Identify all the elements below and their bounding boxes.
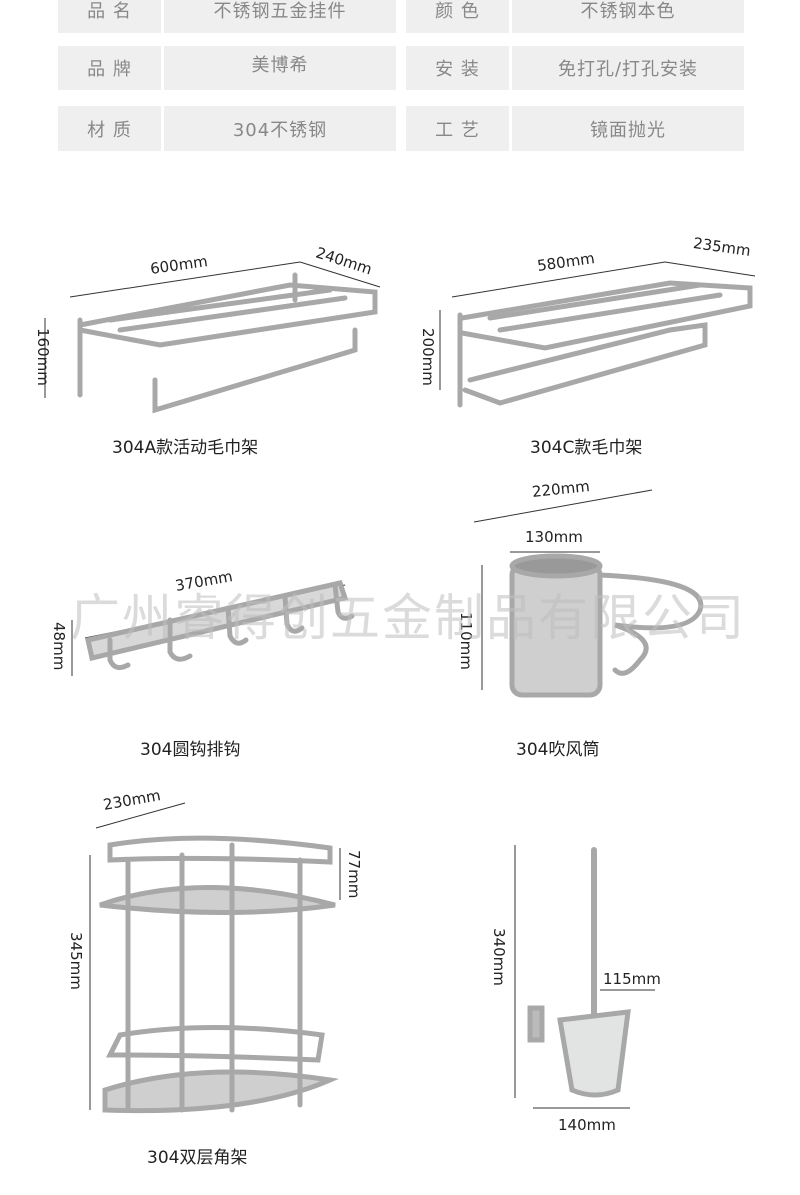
spec-value: 美博希 xyxy=(164,46,396,90)
dimension: 340mm xyxy=(490,928,508,986)
dimension: 130mm xyxy=(525,528,583,546)
dimension: 115mm xyxy=(603,970,661,988)
product-name: 304圆钩排钩 xyxy=(140,740,241,760)
spec-value: 不锈钢本色 xyxy=(512,0,744,33)
product-name: 304双层角架 xyxy=(147,1148,248,1168)
dimension: 48mm xyxy=(50,622,68,671)
product-name: 304A款活动毛巾架 xyxy=(112,438,259,458)
spec-label: 工 艺 xyxy=(406,106,509,151)
dimension: 345mm xyxy=(67,932,85,990)
dimension: 140mm xyxy=(558,1116,616,1134)
spec-label: 安 装 xyxy=(406,46,509,90)
dimension: 200mm xyxy=(419,328,437,386)
spec-value: 镜面抛光 xyxy=(512,106,744,151)
spec-label: 品 牌 xyxy=(58,46,161,90)
product-name: 304C款毛巾架 xyxy=(530,438,643,458)
spec-value: 304不锈钢 xyxy=(164,106,396,151)
spec-value: 免打孔/打孔安装 xyxy=(512,46,744,90)
spec-label: 颜 色 xyxy=(406,0,509,33)
spec-label: 材 质 xyxy=(58,106,161,151)
spec-label: 品 名 xyxy=(58,0,161,33)
dimension: 77mm xyxy=(345,850,363,899)
spec-value: 不锈钢五金挂件 xyxy=(164,0,396,33)
watermark: 广州睿得创五金制品有限公司 xyxy=(70,589,746,647)
product-name: 304吹风筒 xyxy=(516,740,600,760)
dimension: 160mm xyxy=(34,328,52,386)
